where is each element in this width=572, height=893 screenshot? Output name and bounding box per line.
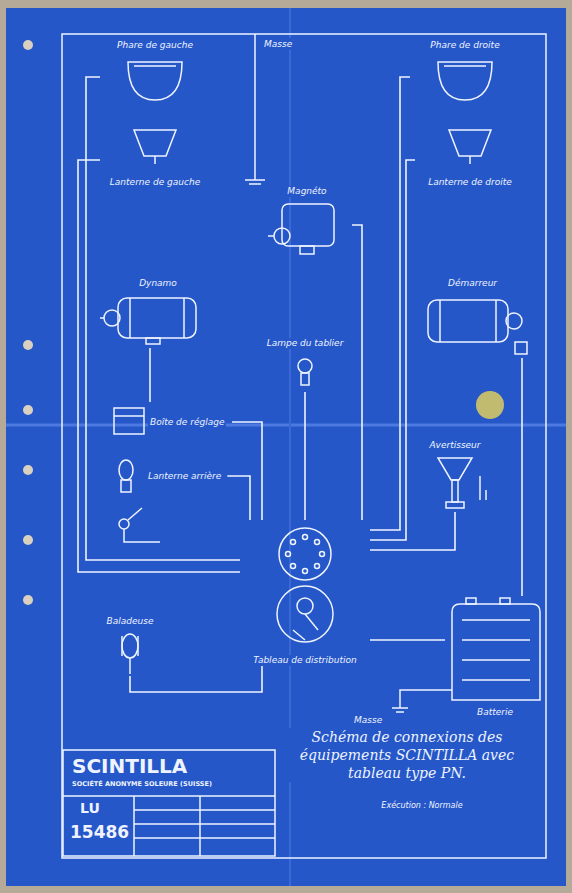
magneto-symbol: [268, 204, 334, 254]
wire: [232, 422, 262, 520]
drawing: [62, 34, 546, 858]
component-label: Magnéto: [285, 186, 328, 197]
wire: [304, 392, 306, 520]
punch-holes: [23, 40, 33, 605]
component-box: Tableau de distribution: [240, 520, 370, 666]
sidelamp-left: [134, 130, 176, 164]
component-label: Lampe du tablier: [265, 338, 346, 349]
frame: [62, 34, 546, 858]
wire: [227, 476, 250, 520]
headlamp-right: [438, 62, 492, 100]
starter-symbol: [428, 300, 527, 354]
component-box: Batterie: [445, 596, 545, 718]
component-box: Lampe du tablier: [255, 338, 355, 392]
rear-lamp-symbol: [119, 460, 133, 492]
fold-line: [6, 424, 566, 427]
wire: [521, 358, 523, 596]
component-label: Phare de gauche: [115, 40, 195, 51]
dash-lamp-symbol: [298, 359, 312, 385]
component-label: Démarreur: [446, 278, 499, 289]
wire: [370, 512, 455, 550]
inspection-lamp-symbol: [122, 634, 138, 674]
stain: [476, 391, 504, 419]
component-box: Baladeuse: [85, 616, 175, 676]
component-box: Lanterne arrière: [112, 452, 227, 500]
component-box: Magnéto: [262, 186, 352, 260]
component-label: Baladeuse: [105, 616, 156, 627]
diagram-title: Schéma de connexions des équipements SCI…: [285, 728, 529, 782]
component-box: Lanterne de droite: [415, 122, 525, 188]
component-label: Tableau de distribution: [251, 655, 358, 666]
component-label: Batterie: [475, 707, 515, 718]
regulator-box-symbol: [114, 408, 144, 434]
component-label: Dynamo: [137, 278, 179, 289]
text-label: Masse: [352, 714, 384, 726]
distribution-board-symbol: [277, 528, 333, 642]
component-box: Lanterne de gauche: [100, 122, 210, 188]
title-block: [63, 750, 275, 856]
wire: [149, 348, 151, 402]
component-box: Phare de droite: [410, 40, 520, 106]
ground-wire: [245, 34, 265, 184]
text-label: Masse: [262, 38, 294, 50]
wire: [370, 160, 415, 540]
wire: [370, 77, 410, 530]
wire: [352, 225, 362, 520]
headlamp-left: [128, 62, 182, 100]
component-label: Avertisseur: [427, 440, 482, 451]
component-label: Phare de droite: [428, 40, 501, 51]
wire: [86, 77, 240, 560]
component-box: Dynamo: [96, 278, 220, 348]
text-label: SOCIÉTÉ ANONYME SOLEURE (SUISSE): [70, 780, 214, 790]
component-box: Phare de gauche: [100, 40, 210, 106]
text-label: Exécution : Normale: [330, 800, 514, 811]
battery-symbol: [392, 598, 540, 712]
component-box: Boîte de réglage: [108, 402, 232, 442]
wire: [370, 639, 445, 641]
component-box: Avertisseur: [410, 440, 500, 512]
switch-symbol: [119, 508, 160, 542]
horn-symbol: [438, 458, 486, 508]
dynamo-symbol: [100, 298, 196, 344]
component-box: Démarreur: [415, 278, 530, 358]
text-label: SCINTILLA: [70, 755, 189, 778]
paper: [6, 8, 566, 886]
wire: [78, 160, 240, 572]
component-label: Lanterne de droite: [426, 177, 514, 188]
text-label: LU: [78, 800, 102, 817]
component-label: Lanterne arrière: [146, 471, 223, 482]
sidelamp-right: [449, 130, 491, 164]
wire: [130, 666, 262, 692]
text-label: 15486: [68, 822, 131, 842]
component-label: Boîte de réglage: [148, 417, 226, 428]
component-label: Lanterne de gauche: [108, 177, 202, 188]
